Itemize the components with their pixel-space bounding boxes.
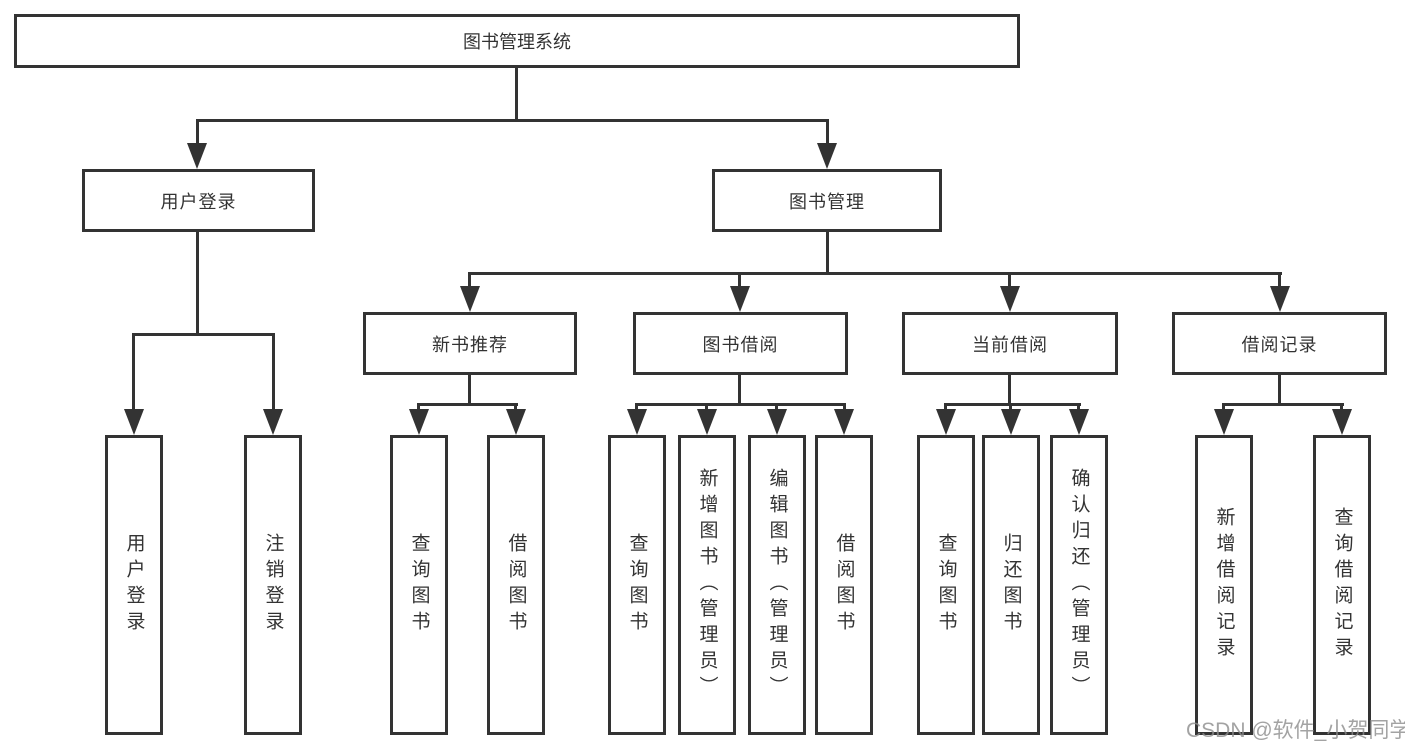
connector-currentborrow-stem: [1008, 375, 1011, 406]
leaf-edit-books-admin: 编辑图书（管理员）: [748, 435, 806, 735]
arrow-down-icon: [1214, 409, 1234, 435]
node-new-book-recommend-label: 新书推荐: [432, 334, 508, 355]
connector-bookmgmt-split: [469, 272, 1282, 275]
arrow-down-icon: [767, 409, 787, 435]
connector-leaf-stub: [1340, 403, 1343, 411]
arrow-down-icon: [730, 286, 750, 312]
arrow-down-icon: [1069, 409, 1089, 435]
leaf-newbook-query-books: 查询图书: [390, 435, 448, 735]
connector-module-stub: [1008, 272, 1011, 288]
connector-root-stem: [515, 68, 518, 120]
connector-borrowrecord-stem: [1278, 375, 1281, 406]
connector-module-stub: [1278, 272, 1281, 288]
leaf-return-books: 归还图书: [982, 435, 1040, 735]
arrow-down-icon: [460, 286, 480, 312]
node-book-borrow: 图书借阅: [633, 312, 848, 375]
arrow-down-icon: [409, 409, 429, 435]
node-root: 图书管理系统: [14, 14, 1020, 68]
csdn-watermark: CSDN @软件_小贺同学: [1186, 719, 1405, 742]
connector-userlogin-stem: [196, 232, 199, 336]
leaf-borrow-query-books-label: 查询图书: [626, 533, 648, 637]
node-current-borrow-label: 当前借阅: [972, 334, 1048, 355]
arrow-down-icon: [817, 143, 837, 169]
arrow-down-icon: [124, 409, 144, 435]
leaf-borrow-query-books: 查询图书: [608, 435, 666, 735]
leaf-add-books-admin: 新增图书（管理员）: [678, 435, 736, 735]
leaf-confirm-return-admin-label: 确认归还（管理员）: [1068, 468, 1090, 702]
leaf-query-borrow-record: 查询借阅记录: [1313, 435, 1371, 735]
leaf-return-books-label: 归还图书: [1000, 533, 1022, 637]
leaf-confirm-return-admin: 确认归还（管理员）: [1050, 435, 1108, 735]
connector-bookborrow-split: [635, 403, 846, 406]
leaf-add-books-admin-label: 新增图书（管理员）: [696, 468, 718, 702]
connector-borrowrecord-split: [1222, 403, 1344, 406]
connector-leaf-stub: [272, 333, 275, 411]
leaf-borrow-books-label: 借阅图书: [833, 533, 855, 637]
arrow-down-icon: [627, 409, 647, 435]
leaf-logout-login: 注销登录: [244, 435, 302, 735]
connector-leaf-stub: [843, 403, 846, 411]
connector-root-split: [197, 119, 829, 122]
node-current-borrow: 当前借阅: [902, 312, 1118, 375]
connector-leaf-stub: [1077, 403, 1080, 411]
connector-bookmgmt-stub: [826, 119, 829, 145]
leaf-newbook-borrow-books-label: 借阅图书: [505, 533, 527, 637]
connector-newbook-stem: [468, 375, 471, 406]
arrow-down-icon: [1332, 409, 1352, 435]
leaf-borrow-books: 借阅图书: [815, 435, 873, 735]
node-book-management-label: 图书管理: [789, 191, 865, 212]
leaf-current-query-books-label: 查询图书: [935, 533, 957, 637]
leaf-user-login-label: 用户登录: [123, 533, 145, 637]
leaf-edit-books-admin-label: 编辑图书（管理员）: [766, 468, 788, 702]
arrow-down-icon: [697, 409, 717, 435]
connector-bookmgmt-stem: [826, 232, 829, 275]
node-borrow-record: 借阅记录: [1172, 312, 1387, 375]
node-new-book-recommend: 新书推荐: [363, 312, 577, 375]
leaf-newbook-borrow-books: 借阅图书: [487, 435, 545, 735]
node-book-borrow-label: 图书借阅: [702, 334, 779, 355]
connector-leaf-stub: [1222, 403, 1225, 411]
arrow-down-icon: [506, 409, 526, 435]
leaf-logout-login-label: 注销登录: [262, 533, 284, 637]
node-borrow-record-label: 借阅记录: [1241, 334, 1318, 355]
arrow-down-icon: [834, 409, 854, 435]
arrow-down-icon: [1001, 409, 1021, 435]
connector-leaf-stub: [635, 403, 638, 411]
arrow-down-icon: [1000, 286, 1020, 312]
connector-userlogin-stub: [196, 119, 199, 145]
connector-leaf-stub: [417, 403, 420, 411]
node-user-login-label: 用户登录: [160, 191, 237, 212]
arrow-down-icon: [187, 143, 207, 169]
leaf-current-query-books: 查询图书: [917, 435, 975, 735]
node-root-label: 图书管理系统: [463, 32, 571, 52]
connector-leaf-stub: [775, 403, 778, 411]
node-user-login: 用户登录: [82, 169, 315, 232]
connector-bookborrow-stem: [738, 375, 741, 406]
connector-leaf-stub: [944, 403, 947, 411]
arrow-down-icon: [1270, 286, 1290, 312]
connector-leaf-stub: [514, 403, 517, 411]
leaf-newbook-query-books-label: 查询图书: [408, 533, 430, 637]
connector-currentborrow-split: [944, 403, 1081, 406]
leaf-query-borrow-record-label: 查询借阅记录: [1331, 507, 1353, 663]
leaf-user-login: 用户登录: [105, 435, 163, 735]
connector-leaf-stub: [705, 403, 708, 411]
node-book-management: 图书管理: [712, 169, 942, 232]
arrow-down-icon: [936, 409, 956, 435]
connector-leaf-stub: [132, 333, 135, 411]
arrow-down-icon: [263, 409, 283, 435]
connector-module-stub: [738, 272, 741, 288]
connector-module-stub: [468, 272, 471, 288]
connector-leaf-stub: [1009, 403, 1012, 411]
leaf-add-borrow-record-label: 新增借阅记录: [1213, 507, 1235, 663]
leaf-add-borrow-record: 新增借阅记录: [1195, 435, 1253, 735]
connector-newbook-split: [417, 403, 518, 406]
connector-userlogin-split: [132, 333, 275, 336]
